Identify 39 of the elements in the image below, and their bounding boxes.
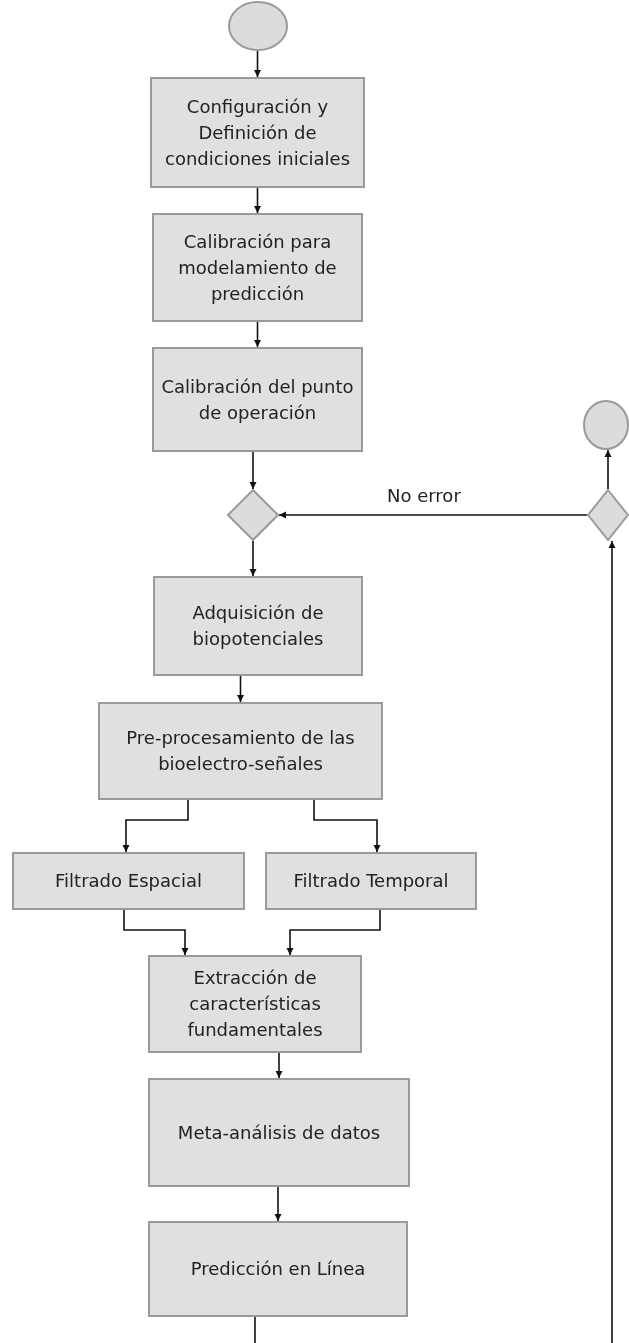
process-box: [148, 955, 362, 1053]
box-text: Pre-procesamiento de las bioelectro-señales: [125, 726, 356, 776]
box-text: Meta-análisis de datos: [177, 1120, 381, 1145]
process-box: [265, 852, 477, 910]
arrow: [313, 799, 381, 853]
terminal-circle: [228, 1, 288, 51]
box-text: Calibración para modelamiento de predicción: [177, 229, 338, 306]
box-text: Configuración y Definición de condiciones iniciales: [164, 94, 351, 171]
arrow: [275, 1052, 283, 1079]
arrow: [254, 50, 261, 78]
arrow: [249, 451, 257, 490]
box-text: Filtrado Espacial: [55, 869, 202, 893]
box-text: Predicción en Línea: [190, 1257, 366, 1281]
arrow: [604, 449, 612, 490]
arrow: [274, 1186, 282, 1222]
arrow: [278, 511, 588, 519]
box-text: Filtrado Temporal: [293, 869, 449, 893]
arrow: [123, 909, 189, 956]
arrow: [237, 675, 244, 703]
process-box: [98, 702, 383, 800]
arrow: [608, 540, 616, 1343]
process-box: [148, 1078, 410, 1187]
terminal-circle: [583, 400, 629, 450]
process-box: [148, 1221, 408, 1317]
process-box: [153, 576, 363, 676]
decision-diamond: [587, 489, 629, 541]
arrow: [254, 187, 261, 214]
decision-diamond: [227, 489, 279, 541]
arrow: [254, 321, 261, 348]
process-box: [152, 347, 363, 452]
box-text: Adquisición de biopotenciales: [191, 601, 325, 651]
process-box: [12, 852, 245, 910]
box-text: Extracción de características fundamentales: [186, 966, 324, 1042]
process-box: [152, 213, 363, 322]
box-text: Calibración del punto de operación: [160, 374, 355, 425]
arrow: [122, 799, 189, 853]
arrow: [249, 540, 257, 577]
arrow: [286, 909, 381, 956]
process-box: [150, 77, 365, 188]
